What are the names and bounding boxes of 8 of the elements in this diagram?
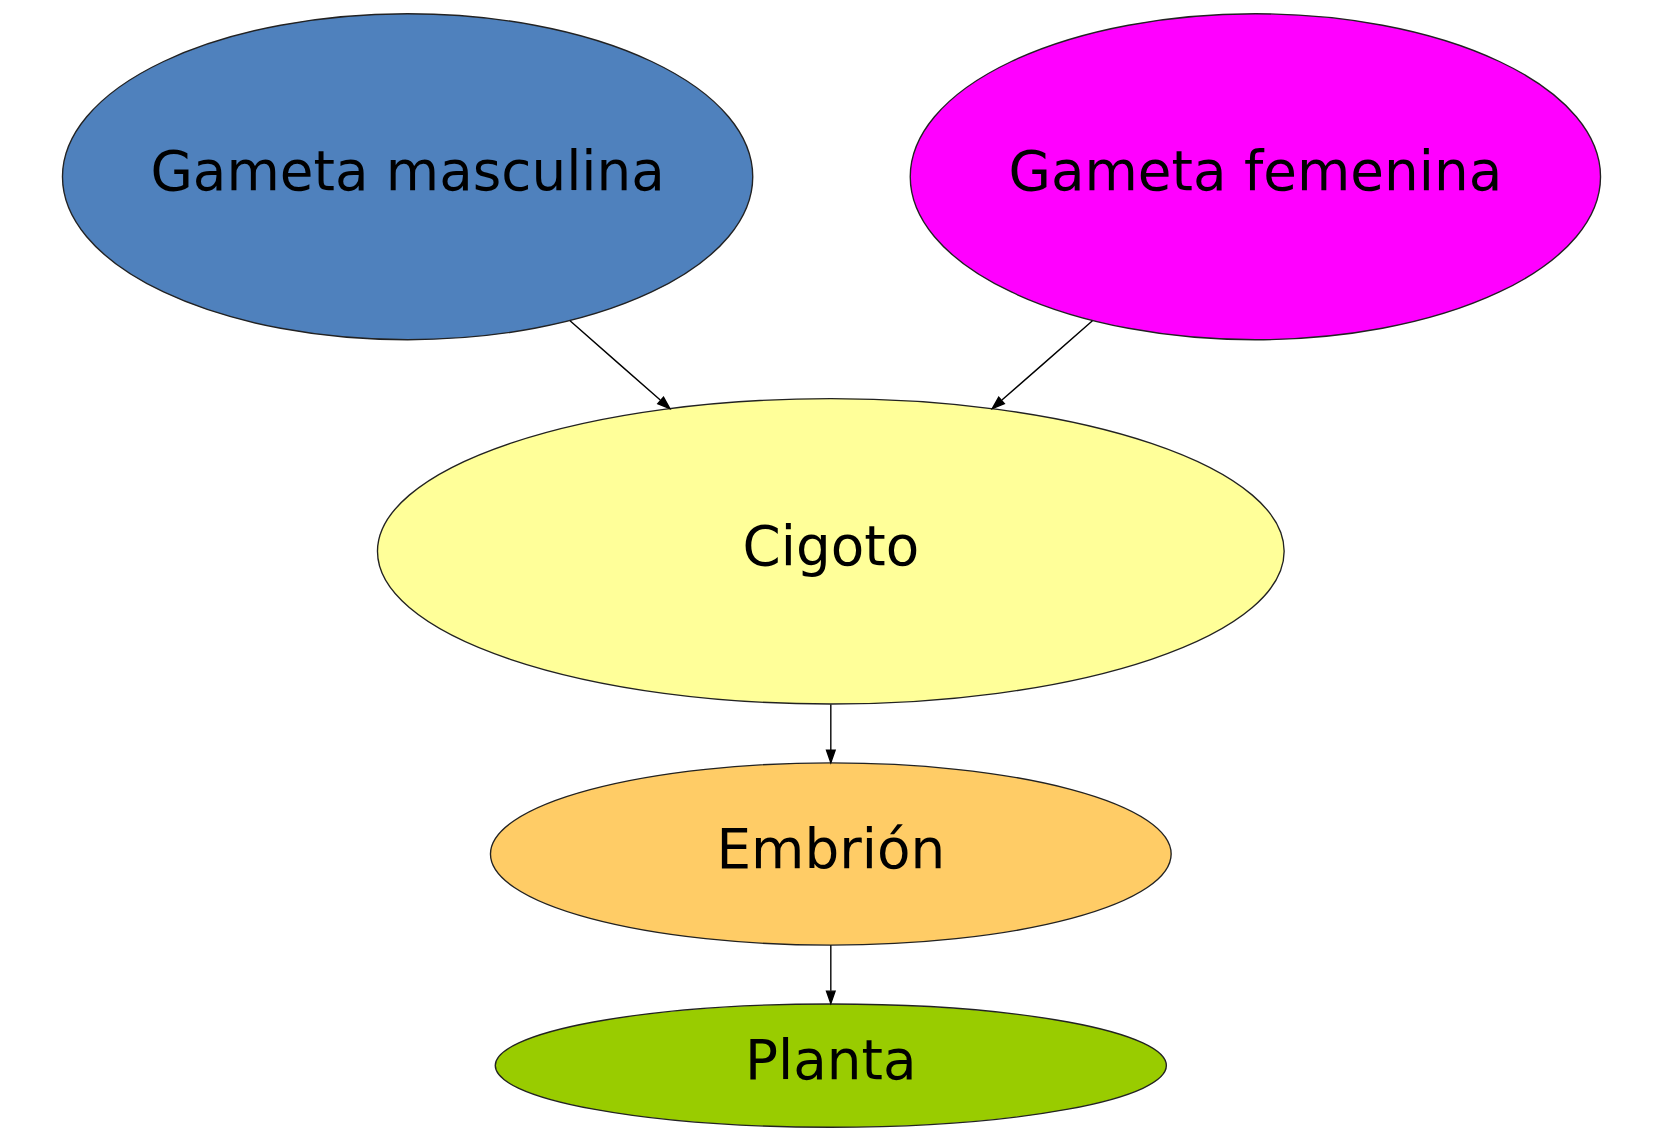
node-ellipse: Gameta masculina [61, 13, 753, 341]
arrow [990, 320, 1093, 410]
node-ellipse: Embrión [489, 762, 1172, 946]
node-ellipse: Gameta femenina [909, 13, 1601, 341]
arrow [825, 944, 836, 1006]
node-ellipse: Planta [494, 1003, 1167, 1128]
arrow [825, 703, 836, 765]
arrow [568, 320, 671, 410]
